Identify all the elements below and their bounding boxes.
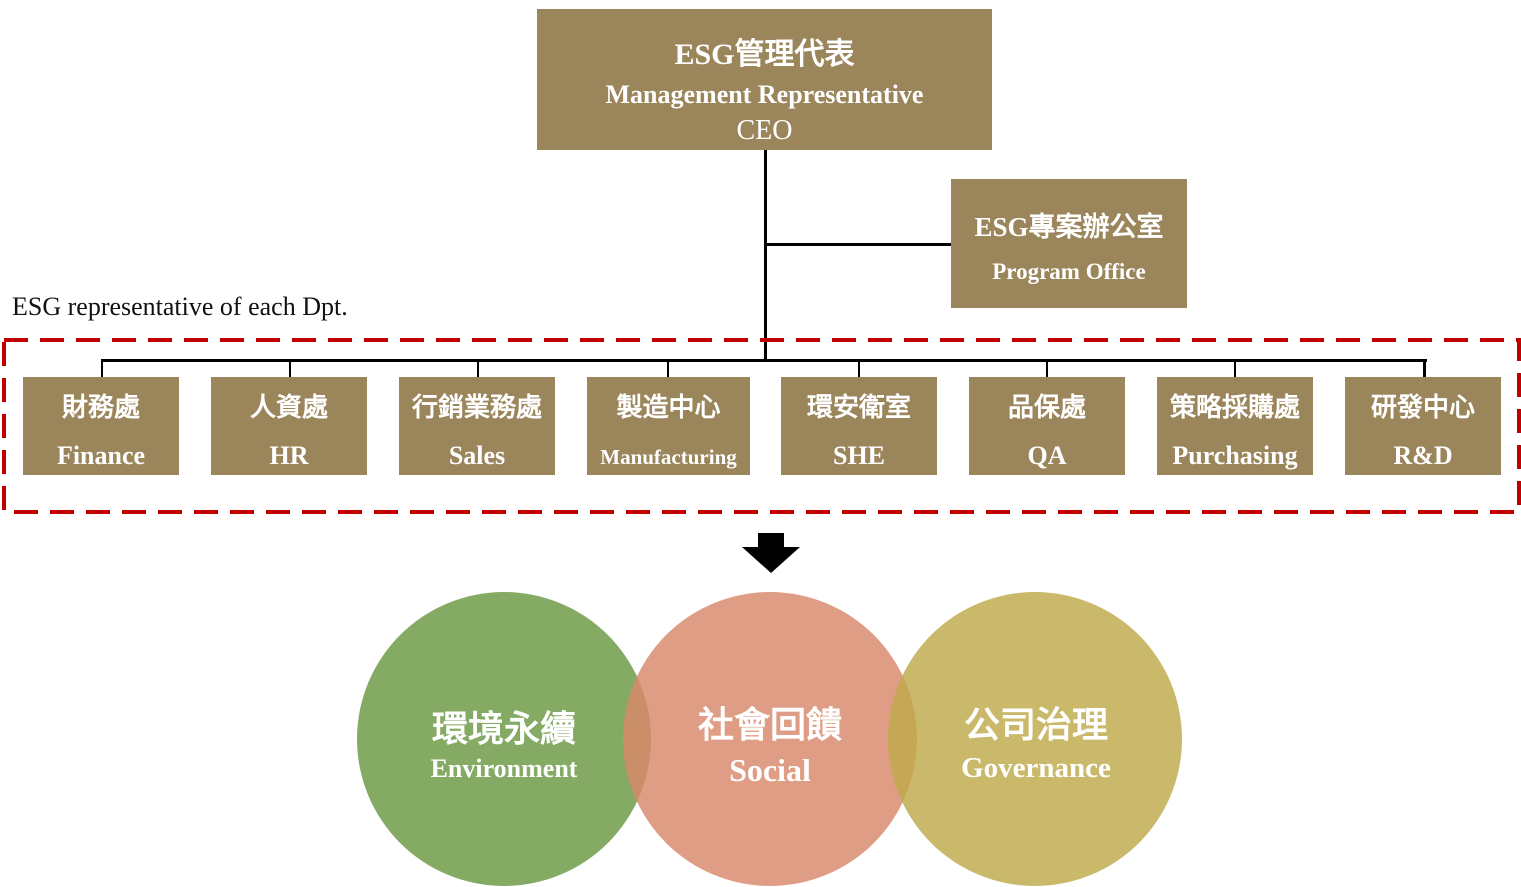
department-box-qa: 品保處 QA xyxy=(969,377,1125,475)
department-name-zh: 環安衛室 xyxy=(806,393,911,423)
department-name-en: HR xyxy=(269,441,309,470)
management-title-zh: ESG管理代表 xyxy=(674,38,855,71)
management-representative-box: ESG管理代表 Management Representative CEO xyxy=(537,9,992,150)
department-name-en: R&D xyxy=(1393,441,1453,470)
department-box-hr: 人資處 HR xyxy=(211,377,367,475)
department-name-en: Finance xyxy=(56,441,146,470)
environment-label-en: Environment xyxy=(430,754,578,783)
department-name-en: SHE xyxy=(832,441,886,470)
department-name-zh: 研發中心 xyxy=(1370,393,1475,423)
program-office-zh: ESG專案辦公室 xyxy=(974,212,1164,242)
social-label: 社會回饋 Social xyxy=(650,696,890,789)
department-name-zh: 製造中心 xyxy=(616,393,721,423)
program-office-en: Program Office xyxy=(992,259,1146,284)
social-label-zh: 社會回饋 xyxy=(697,705,842,746)
department-representatives-caption: ESG representative of each Dpt. xyxy=(12,292,348,321)
governance-label-zh: 公司治理 xyxy=(963,705,1108,746)
dept-drop-finance xyxy=(101,359,103,377)
management-role: CEO xyxy=(736,115,793,146)
program-office-connector xyxy=(765,243,951,246)
dept-drop-manufacturing xyxy=(667,359,669,377)
dept-drop-she xyxy=(858,359,860,377)
department-box-rd: 研發中心 R&D xyxy=(1345,377,1501,475)
department-box-purchasing: 策略採購處 Purchasing xyxy=(1157,377,1313,475)
dept-drop-sales xyxy=(477,359,479,377)
social-label-en: Social xyxy=(729,752,811,788)
program-office-box: ESG專案辦公室 Program Office xyxy=(951,179,1187,308)
department-name-zh: 行銷業務處 xyxy=(411,393,542,423)
dept-drop-hr xyxy=(289,359,291,377)
environment-label: 環境永續 Environment xyxy=(384,700,624,784)
dept-drop-rd xyxy=(1423,359,1426,377)
department-name-en: Manufacturing xyxy=(600,445,737,469)
department-name-en: Purchasing xyxy=(1172,441,1298,470)
department-name-zh: 品保處 xyxy=(1007,393,1086,423)
department-name-en: Sales xyxy=(448,441,506,470)
department-box-she: 環安衛室 SHE xyxy=(781,377,937,475)
department-box-sales: 行銷業務處 Sales xyxy=(399,377,555,475)
department-name-zh: 財務處 xyxy=(61,393,140,423)
environment-label-zh: 環境永續 xyxy=(431,709,576,750)
dept-drop-qa xyxy=(1046,359,1048,377)
department-bus-line xyxy=(101,359,1427,362)
management-title-en: Management Representative xyxy=(605,80,924,109)
governance-label-en: Governance xyxy=(961,752,1111,784)
department-box-manufacturing: 製造中心 Manufacturing xyxy=(587,377,750,475)
down-arrow-icon xyxy=(742,533,800,573)
dept-drop-purchasing xyxy=(1234,359,1236,377)
department-group-frame xyxy=(2,338,1521,514)
vertical-trunk-line xyxy=(764,150,767,362)
department-name-zh: 人資處 xyxy=(249,393,328,423)
department-name-en: QA xyxy=(1027,441,1067,470)
department-name-zh: 策略採購處 xyxy=(1169,393,1300,423)
governance-label: 公司治理 Governance xyxy=(916,696,1156,785)
department-box-finance: 財務處 Finance xyxy=(23,377,179,475)
